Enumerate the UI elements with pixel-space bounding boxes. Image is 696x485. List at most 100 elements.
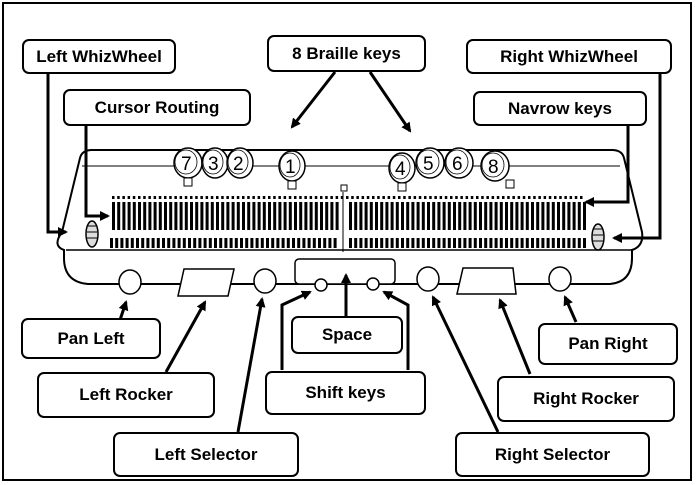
cursor-routing-key [465, 196, 469, 199]
cursor-routing-key [169, 196, 172, 199]
braille-key-7-number: 7 [181, 154, 192, 175]
cursor-routing-key [408, 196, 411, 199]
arrow-navrow-keys [584, 124, 630, 207]
left-shift-key [314, 278, 328, 292]
label-pan-left: Pan Left [21, 318, 161, 359]
braille-cell [453, 202, 456, 230]
braille-key-2-number: 2 [233, 154, 244, 175]
cursor-routing-key [190, 196, 193, 199]
braille-cell-lower [354, 238, 358, 248]
cursor-routing-key [174, 196, 177, 199]
braille-cell [375, 202, 378, 230]
braille-cell-lower [281, 238, 285, 248]
braille-cell-lower [260, 238, 264, 248]
pan-left-button [118, 269, 142, 295]
braille-cell [299, 202, 303, 230]
arrow-left-whizwheel [46, 72, 68, 237]
braille-cell-lower [468, 238, 472, 248]
braille-cell-lower [307, 238, 311, 248]
arrow-cursor-routing [84, 124, 110, 221]
cursor-routing-key [460, 196, 463, 199]
braille-cell-lower [484, 238, 488, 248]
braille-cell-lower [167, 238, 171, 248]
label-space: Space [291, 316, 403, 354]
arrow-pan-right [563, 295, 578, 323]
cursor-routing-key [132, 196, 136, 199]
braille-cell [349, 202, 352, 230]
braille-cell [216, 202, 219, 230]
right-selector-button [416, 266, 440, 292]
braille-cell-lower [505, 238, 508, 248]
cursor-routing-key [226, 196, 229, 199]
braille-cell-lower [292, 238, 295, 248]
cursor-routing-key [252, 196, 255, 199]
cursor-routing-key [143, 196, 146, 199]
braille-cell [210, 202, 214, 230]
braille-cell-lower [531, 238, 534, 248]
cursor-routing-key [179, 196, 183, 199]
braille-cell [226, 202, 230, 230]
braille-cell [158, 202, 162, 230]
cursor-routing-key [153, 196, 157, 199]
cursor-routing-key [122, 196, 125, 199]
cursor-routing-key [242, 196, 245, 199]
braille-cell [252, 202, 256, 230]
braille-cell-lower [375, 238, 378, 248]
braille-cell [132, 202, 136, 230]
cursor-routing-key [205, 196, 209, 199]
braille-cell-rows [110, 196, 586, 248]
label-shift-keys: Shift keys [265, 371, 426, 415]
cursor-routing-key [476, 196, 479, 199]
braille-cell-lower [359, 238, 363, 248]
cursor-routing-key [470, 196, 474, 199]
braille-cell [515, 202, 519, 230]
braille-cell [294, 202, 297, 230]
cursor-routing-key [195, 196, 198, 199]
braille-cell [242, 202, 245, 230]
label-right-whizwheel: Right WhizWheel [466, 39, 672, 74]
braille-cell-lower [453, 238, 456, 248]
braille-cell-lower [520, 238, 524, 248]
braille-key-2: 2 [226, 147, 254, 179]
braille-cell [288, 202, 292, 230]
braille-cell-lower [364, 238, 368, 248]
braille-cell [567, 202, 571, 230]
braille-cell-lower [427, 238, 430, 248]
braille-cell-lower [297, 238, 301, 248]
braille-cell-lower [499, 238, 503, 248]
arrow-left-rocker [164, 300, 207, 373]
cursor-routing-key [117, 196, 120, 199]
braille-key-5: 5 [415, 147, 445, 179]
braille-key-6: 6 [444, 147, 474, 179]
braille-cell [442, 202, 446, 230]
braille-cell [520, 202, 524, 230]
braille-cell [268, 202, 271, 230]
cursor-routing-key [538, 196, 541, 199]
braille-key-4-number: 4 [395, 159, 406, 180]
cursor-routing-key [148, 196, 151, 199]
cursor-routing-key [325, 196, 328, 199]
braille-cell [309, 202, 313, 230]
braille-cell [359, 202, 363, 230]
braille-cell-lower [562, 238, 566, 248]
cursor-routing-key [216, 196, 219, 199]
cursor-routing-key [450, 196, 453, 199]
braille-cell [505, 202, 508, 230]
braille-cell [330, 202, 334, 230]
cursor-routing-key [554, 196, 557, 199]
cursor-routing-key [434, 196, 437, 199]
cursor-routing-key [288, 196, 292, 199]
braille-cell [551, 202, 555, 230]
arrow-braille-keys-right [368, 71, 412, 133]
label-right-selector: Right Selector [455, 432, 650, 477]
cursor-routing-key [335, 196, 339, 199]
arrow-pan-left [118, 300, 129, 321]
cursor-routing-key [517, 196, 521, 199]
braille-cell-lower [437, 238, 441, 248]
cursor-routing-key [356, 196, 359, 199]
braille-cell-lower [182, 238, 186, 248]
braille-cell [247, 202, 251, 230]
braille-cell-lower [432, 238, 436, 248]
cursor-routing-key [377, 196, 380, 199]
braille-key-1: 1 [278, 150, 306, 190]
